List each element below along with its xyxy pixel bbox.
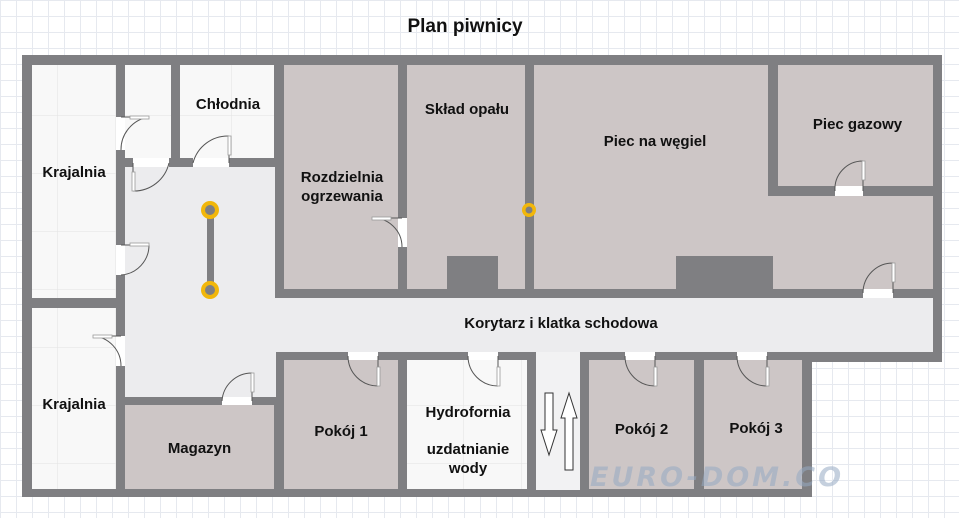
label-uzdatnianie-line1: uzdatnianie [426,441,510,458]
pipe-riser [201,201,536,299]
label-magazyn: Magazyn [167,440,232,457]
label-krajalnia-top: Krajalnia [42,164,106,181]
room-piec-gazowy [778,65,933,186]
plan-title: Plan piwnicy [407,16,523,37]
room-small-closet [125,65,171,158]
label-sklad-opalu: Skład opału [424,101,510,118]
label-piec-gazowy: Piec gazowy [812,116,903,133]
room-hydrofornia [407,360,527,489]
label-hydrofornia: Hydrofornia [425,404,511,421]
label-pokoj-2: Pokój 2 [614,421,669,438]
stairs-arrows [540,391,578,471]
door-openings [116,117,893,405]
room-piec-na-weglu [534,65,933,289]
label-rozdzielnia-line2: ogrzewania [301,188,383,205]
room-krajalnia-top [32,65,116,298]
room-pokoj-2 [589,360,694,489]
label-piec-na-weglu: Piec na węgiel [603,133,707,150]
door-leaves [92,115,896,393]
room-magazyn [125,405,274,489]
room-chlodnia [180,65,274,158]
label-chlodnia: Chłodnia [195,96,261,113]
label-krajalnia-bottom: Krajalnia [42,396,106,413]
room-sklad-opalu [407,65,525,289]
room-rozdzielnia [284,65,398,289]
corridor-floor [125,167,933,397]
label-pokoj-3: Pokój 3 [729,420,783,437]
label-pokoj-1: Pokój 1 [314,423,368,440]
label-korytarz: Korytarz i klatka schodowa [464,315,658,332]
label-uzdatnianie-line2: wody [448,460,488,477]
watermark-logo: EURO-DOM.CO [590,462,845,493]
label-rozdzielnia-line1: Rozdzielnia [300,169,384,186]
room-pokoj-3 [704,360,802,489]
